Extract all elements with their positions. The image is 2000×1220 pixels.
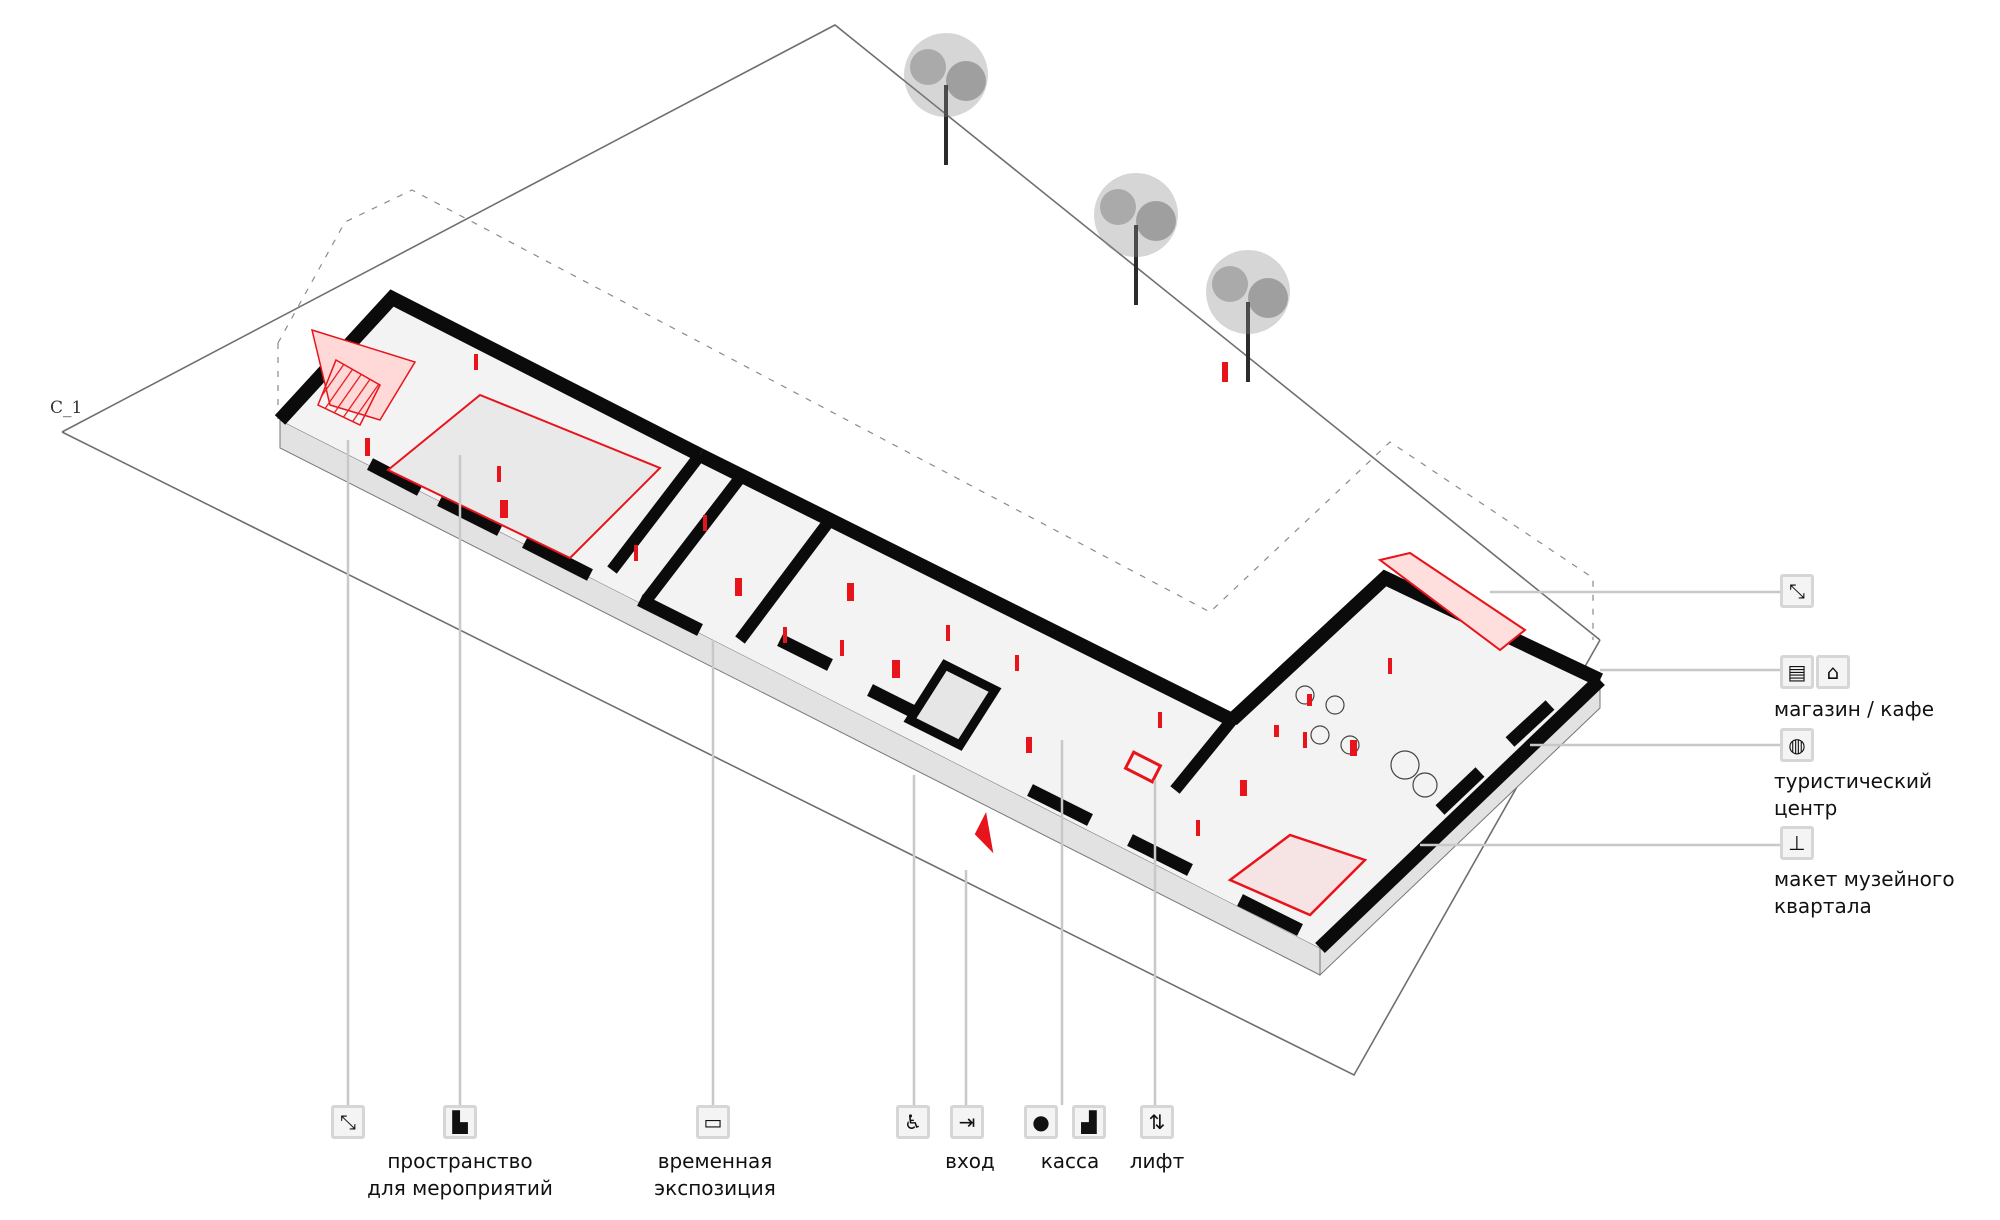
- people-figures: [365, 354, 1392, 836]
- exhibition-frame-icon: ▭: [696, 1105, 730, 1139]
- wheelchair-icon: ♿: [896, 1105, 930, 1139]
- exterior-walls: [274, 289, 1605, 954]
- interior-partitions: [607, 451, 1237, 794]
- shop-icon: ▤: [1780, 655, 1814, 689]
- cafe-icon: ⌂: [1816, 655, 1850, 689]
- leader-lines: [346, 440, 1780, 1105]
- elevator-icon: ⇅: [1140, 1105, 1174, 1139]
- lift-shaft-red: [1123, 750, 1163, 784]
- legend-label-entrance: вход: [945, 1149, 995, 1173]
- stairs-icon: ⤡: [331, 1105, 365, 1139]
- ticket-desk-icon: ▟: [1072, 1105, 1106, 1139]
- tourist-center-icon: ◍: [1780, 728, 1814, 762]
- legend-label-tourist-center: туристический центр: [1774, 769, 1933, 820]
- legend-label-museum-model: макет музейного квартала: [1774, 867, 1955, 918]
- legend-label-ticket-desk: касса: [1040, 1149, 1100, 1173]
- section-marker: С_1: [50, 398, 83, 418]
- event-hall-platform: [310, 328, 662, 560]
- person-figure: [1222, 362, 1228, 382]
- info-icon: ●: [1024, 1105, 1058, 1139]
- entrance-icon: ⇥: [950, 1105, 984, 1139]
- tree-icon: [1206, 250, 1290, 382]
- legend-label-shop-cafe: магазин / кафе: [1774, 697, 1935, 721]
- entrance-arrow: [974, 811, 994, 854]
- legend-label-elevator: лифт: [1129, 1149, 1185, 1173]
- event-space-icon: ▙: [443, 1105, 477, 1139]
- legend-label-event-space: пространство для мероприятий: [367, 1149, 553, 1200]
- tree-icon: [904, 33, 988, 165]
- stairs-icon: ⤡: [1780, 574, 1814, 608]
- trees: [904, 33, 1290, 382]
- cafe-zone: [1227, 551, 1527, 917]
- tree-icon: [1094, 173, 1178, 305]
- elevator-core: [903, 659, 1002, 751]
- legend-label-temporary-exhibition: временная экспозиция: [654, 1149, 776, 1200]
- museum-model-icon: ⊥: [1780, 826, 1814, 860]
